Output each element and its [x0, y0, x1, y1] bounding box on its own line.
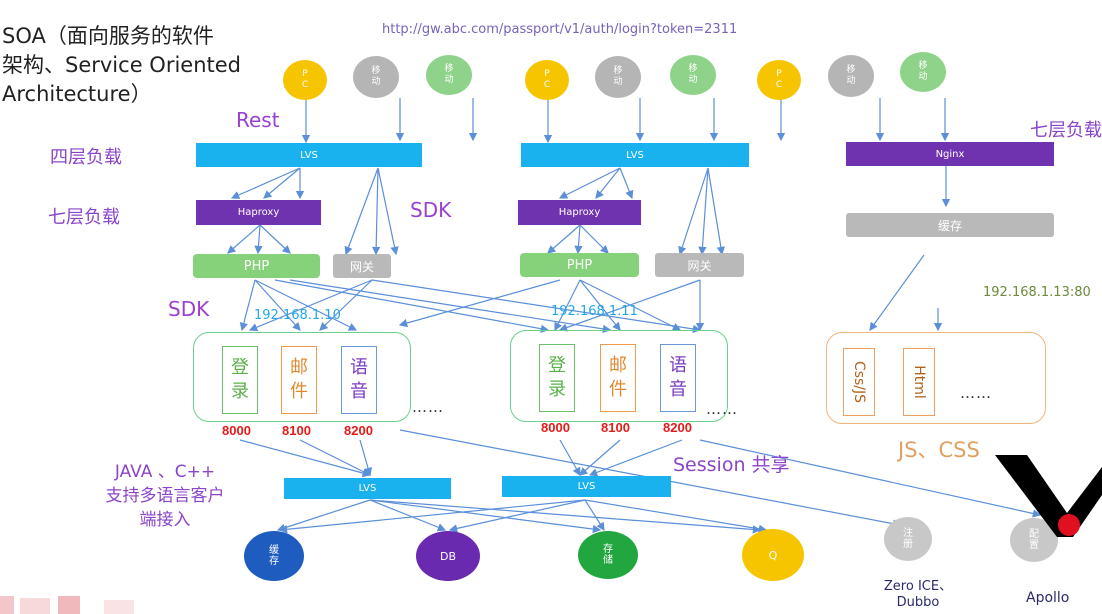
watermark-logo	[995, 455, 1102, 537]
login-service-2: 登 录	[539, 344, 575, 412]
static-resource-group	[826, 332, 1046, 424]
cluster-ip-2: 192.168.1.11	[551, 304, 638, 319]
queue-node: Q	[742, 529, 804, 581]
mobile-client-4: 移 动	[670, 55, 716, 95]
login-service-1: 登 录	[222, 346, 258, 414]
mobile-client-3: 移 动	[595, 56, 641, 98]
cluster-ip-1: 192.168.1.10	[254, 308, 341, 323]
bottom-lvs-2: LVS	[502, 476, 671, 497]
mobile-client-2: 移 动	[426, 55, 472, 95]
port-voice-1: 8200	[344, 423, 373, 438]
voice-service-2: 语 音	[660, 344, 696, 412]
mobile-client-6: 移 动	[900, 52, 946, 92]
nginx-bar: Nginx	[846, 142, 1054, 166]
mail-service-1: 邮 件	[281, 346, 317, 414]
php-bar-2: PHP	[520, 253, 639, 277]
sdk-label-top: SDK	[410, 198, 452, 222]
haproxy-bar-1: Haproxy	[196, 200, 321, 225]
haproxy-bar-2: Haproxy	[518, 200, 641, 225]
ellipsis-1: ……	[412, 398, 444, 416]
right-ip-label: 192.168.1.13:80	[983, 285, 1091, 300]
mail-service-2: 邮 件	[600, 344, 636, 412]
rest-label: Rest	[236, 108, 280, 132]
bottom-lvs-1: LVS	[284, 478, 451, 499]
port-mail-2: 8100	[601, 420, 630, 435]
lvs-bar-1: LVS	[196, 143, 422, 167]
registry-node: 注 册	[884, 517, 932, 561]
gateway-bar-2: 网关	[655, 253, 744, 277]
gateway-bar-1: 网关	[333, 254, 391, 278]
seven-layer-label: 七层负载	[48, 207, 120, 228]
port-voice-2: 8200	[663, 420, 692, 435]
cache-bar: 缓存	[846, 213, 1054, 237]
session-share-label: Session 共享	[673, 454, 790, 476]
lvs-bar-2: LVS	[521, 143, 749, 167]
pc-client-1: P C	[283, 60, 327, 100]
storage-node: 存 储	[578, 531, 638, 579]
js-css-label: JS、CSS	[898, 438, 980, 462]
multi-language-label: JAVA 、C++ 支持多语言客户 端接入	[105, 462, 225, 530]
pc-client-3: P C	[757, 60, 801, 100]
registry-label: Zero ICE、 Dubbo	[883, 579, 953, 610]
service-group-2	[510, 330, 728, 422]
ellipsis-3: ……	[960, 384, 992, 402]
diagram-title: SOA（面向服务的软件 架构、Service Oriented Architec…	[2, 24, 241, 106]
service-group-1	[193, 332, 411, 422]
port-mail-1: 8100	[282, 423, 311, 438]
cache-node: 缓 存	[244, 531, 304, 581]
request-url: http://gw.abc.com/passport/v1/auth/login…	[382, 22, 738, 37]
pc-client-2: P C	[525, 60, 569, 100]
sdk-label-left: SDK	[168, 297, 210, 321]
seven-layer-label-right: 七层负载	[1030, 120, 1102, 141]
port-login-1: 8000	[222, 423, 251, 438]
html-text: Html	[911, 365, 928, 399]
css-js-box: Css/JS	[843, 348, 875, 416]
db-node: DB	[416, 531, 480, 581]
ellipsis-2: ……	[706, 400, 738, 418]
voice-service-1: 语 音	[341, 346, 377, 414]
css-js-text: Css/JS	[851, 360, 868, 404]
html-box: Html	[903, 348, 935, 416]
php-bar-1: PHP	[193, 254, 320, 278]
mobile-client-5: 移 动	[828, 55, 874, 97]
mobile-client-1: 移 动	[353, 56, 399, 98]
config-label: Apollo	[1026, 590, 1070, 606]
port-login-2: 8000	[541, 420, 570, 435]
four-layer-label: 四层负载	[50, 147, 122, 168]
